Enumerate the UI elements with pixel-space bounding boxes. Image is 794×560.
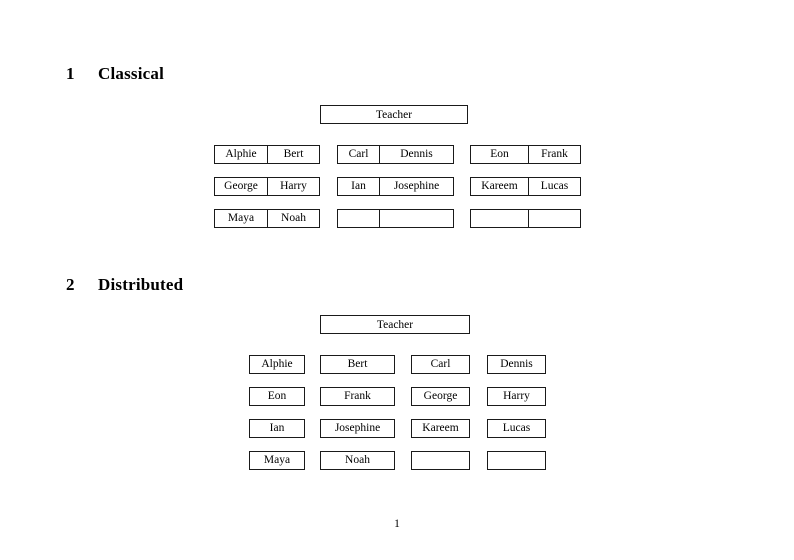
classical-diagram: Teacher Alphie Bert Carl Dennis Eon Fran… bbox=[0, 105, 794, 228]
student-cell-empty bbox=[471, 210, 528, 227]
student-box: Bert bbox=[320, 355, 395, 374]
student-pair-table: George Harry bbox=[214, 177, 320, 196]
student-cell: Josephine bbox=[379, 178, 453, 195]
table-row: Eon Frank George Harry bbox=[0, 387, 794, 406]
student-box: Dennis bbox=[487, 355, 546, 374]
student-cell: Kareem bbox=[481, 180, 518, 192]
table-row: Ian Josephine Kareem Lucas bbox=[0, 419, 794, 438]
student-cell-empty bbox=[528, 210, 580, 227]
student-pair-table: Ian Josephine bbox=[337, 177, 454, 196]
student-pair-table: Eon Frank bbox=[470, 145, 581, 164]
table-row: George Harry Ian Josephine Kareem Lucas bbox=[0, 177, 794, 196]
student-cell: Dennis bbox=[379, 146, 453, 163]
student-cell: Bert bbox=[267, 146, 319, 163]
teacher-box: Teacher bbox=[320, 315, 470, 334]
student-box: Kareem bbox=[411, 419, 470, 438]
student-cell: Ian bbox=[351, 180, 366, 192]
student-cell: Eon bbox=[490, 148, 509, 160]
student-pair-table: Alphie Bert bbox=[214, 145, 320, 164]
student-box: Noah bbox=[320, 451, 395, 470]
student-cell: Noah bbox=[267, 210, 319, 227]
classical-teacher-row: Teacher bbox=[0, 105, 794, 126]
student-box: Alphie bbox=[249, 355, 305, 374]
student-pair-table-empty bbox=[470, 209, 581, 228]
student-box-empty bbox=[411, 451, 470, 470]
page-number: 1 bbox=[394, 518, 400, 530]
student-cell: Frank bbox=[528, 146, 580, 163]
student-cell: George bbox=[224, 180, 258, 192]
student-box: Harry bbox=[487, 387, 546, 406]
student-pair-table-empty bbox=[337, 209, 454, 228]
student-box: George bbox=[411, 387, 470, 406]
student-box: Lucas bbox=[487, 419, 546, 438]
table-row: Alphie Bert Carl Dennis Eon Frank bbox=[0, 145, 794, 164]
student-box: Carl bbox=[411, 355, 470, 374]
section-number: 2 bbox=[66, 275, 75, 294]
student-pair-table: Maya Noah bbox=[214, 209, 320, 228]
student-cell-empty bbox=[379, 210, 453, 227]
classical-student-grid: Alphie Bert Carl Dennis Eon Frank George… bbox=[0, 145, 794, 228]
student-box: Ian bbox=[249, 419, 305, 438]
student-cell: Carl bbox=[348, 148, 369, 160]
section-number: 1 bbox=[66, 64, 75, 83]
student-box-empty bbox=[487, 451, 546, 470]
distributed-teacher-row: Teacher bbox=[0, 315, 794, 336]
student-box: Frank bbox=[320, 387, 395, 406]
student-box: Josephine bbox=[320, 419, 395, 438]
teacher-box: Teacher bbox=[320, 105, 468, 124]
student-pair-table: Kareem Lucas bbox=[470, 177, 581, 196]
student-box: Eon bbox=[249, 387, 305, 406]
student-cell: Harry bbox=[267, 178, 319, 195]
section-title: Classical bbox=[98, 64, 165, 83]
section-heading-distributed: 2 Distributed bbox=[66, 275, 183, 295]
student-pair-table: Carl Dennis bbox=[337, 145, 454, 164]
section-title: Distributed bbox=[98, 275, 184, 294]
student-box: Maya bbox=[249, 451, 305, 470]
distributed-diagram: Teacher Alphie Bert Carl Dennis Eon Fran… bbox=[0, 315, 794, 470]
student-cell-empty bbox=[338, 210, 379, 227]
table-row: Alphie Bert Carl Dennis bbox=[0, 355, 794, 374]
table-row: Maya Noah bbox=[0, 451, 794, 470]
student-cell: Maya bbox=[227, 212, 255, 224]
student-cell: Alphie bbox=[225, 148, 257, 160]
distributed-student-grid: Alphie Bert Carl Dennis Eon Frank George… bbox=[0, 355, 794, 470]
table-row: Maya Noah bbox=[0, 209, 794, 228]
student-cell: Lucas bbox=[528, 178, 580, 195]
section-heading-classical: 1 Classical bbox=[66, 64, 164, 84]
